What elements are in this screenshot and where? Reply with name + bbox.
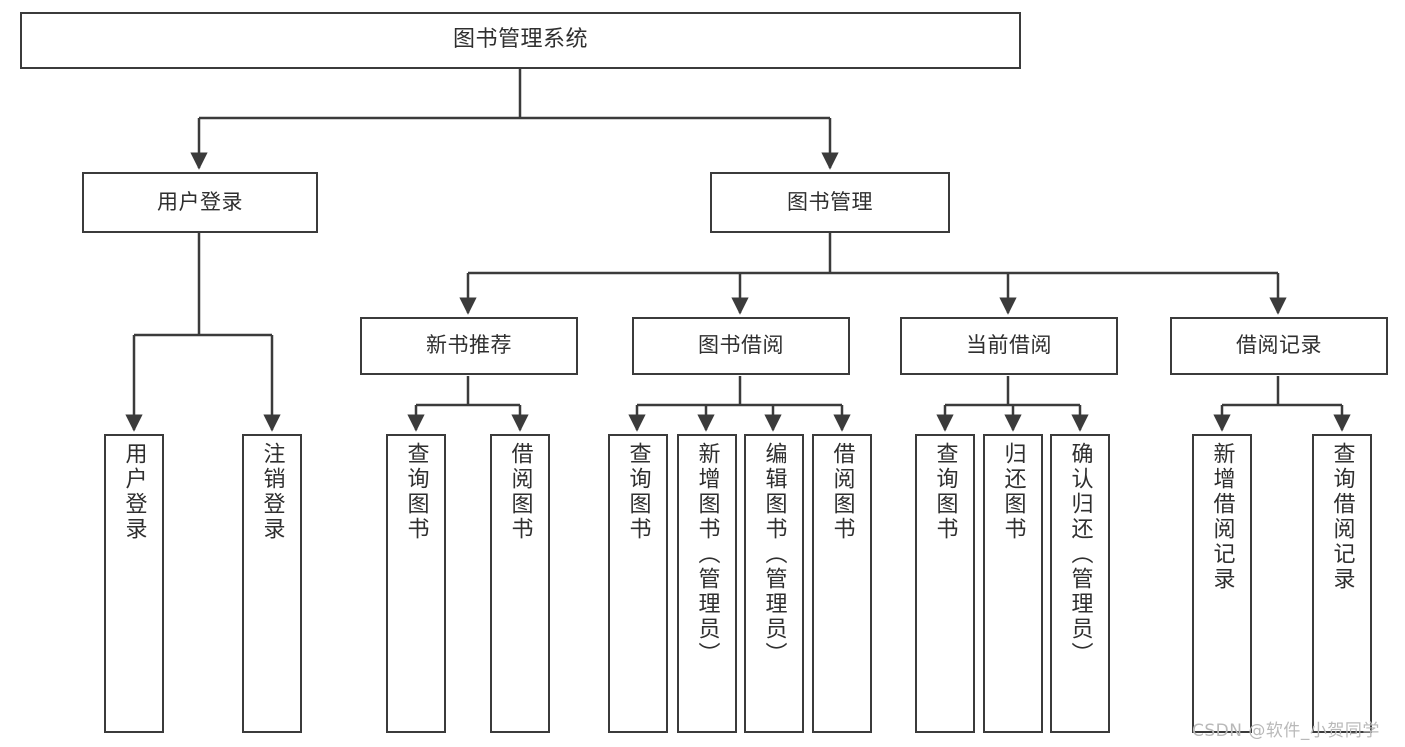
node-leaf-borrow-book-label: 借阅图书 [829,442,855,542]
node-leaf-recommend-query-book-label: 查询图书 [403,442,429,542]
node-leaf-user-login-label: 用户登录 [121,442,147,542]
node-leaf-borrow-query-book[interactable]: 查询图书 [608,434,668,733]
node-leaf-current-query-book[interactable]: 查询图书 [915,434,975,733]
node-leaf-edit-book-admin-label: 编辑图书（管理员） [761,442,787,667]
node-leaf-recommend-borrow-book[interactable]: 借阅图书 [490,434,550,733]
node-book-management[interactable]: 图书管理 [710,172,950,233]
node-root-label: 图书管理系统 [452,27,588,53]
node-current-borrow[interactable]: 当前借阅 [900,317,1118,375]
node-leaf-edit-book-admin[interactable]: 编辑图书（管理员） [744,434,804,733]
node-leaf-logout-label: 注销登录 [259,442,285,542]
node-leaf-logout[interactable]: 注销登录 [242,434,302,733]
node-leaf-add-borrow-record[interactable]: 新增借阅记录 [1192,434,1252,733]
node-borrow-record-label: 借阅记录 [1236,333,1322,358]
node-leaf-return-book[interactable]: 归还图书 [983,434,1043,733]
node-book-borrow[interactable]: 图书借阅 [632,317,850,375]
node-user-login-label: 用户登录 [157,189,243,214]
node-leaf-recommend-borrow-book-label: 借阅图书 [507,442,533,542]
node-leaf-add-book-admin[interactable]: 新增图书（管理员） [677,434,737,733]
node-current-borrow-label: 当前借阅 [966,333,1052,358]
node-leaf-return-book-label: 归还图书 [1000,442,1026,542]
node-leaf-borrow-query-book-label: 查询图书 [625,442,651,542]
node-leaf-borrow-book[interactable]: 借阅图书 [812,434,872,733]
node-book-management-label: 图书管理 [787,189,873,214]
node-leaf-query-borrow-record[interactable]: 查询借阅记录 [1312,434,1372,733]
node-book-borrow-label: 图书借阅 [698,333,784,358]
node-leaf-current-query-book-label: 查询图书 [932,442,958,542]
node-leaf-query-borrow-record-label: 查询借阅记录 [1329,442,1355,592]
node-leaf-confirm-return-admin[interactable]: 确认归还（管理员） [1050,434,1110,733]
node-leaf-confirm-return-admin-label: 确认归还（管理员） [1067,442,1093,667]
node-new-book-recommend[interactable]: 新书推荐 [360,317,578,375]
node-borrow-record[interactable]: 借阅记录 [1170,317,1388,375]
node-root[interactable]: 图书管理系统 [20,12,1021,69]
node-leaf-add-book-admin-label: 新增图书（管理员） [694,442,720,667]
node-user-login[interactable]: 用户登录 [82,172,318,233]
node-leaf-add-borrow-record-label: 新增借阅记录 [1209,442,1235,592]
node-leaf-recommend-query-book[interactable]: 查询图书 [386,434,446,733]
node-leaf-user-login[interactable]: 用户登录 [104,434,164,733]
node-new-book-recommend-label: 新书推荐 [426,333,512,358]
